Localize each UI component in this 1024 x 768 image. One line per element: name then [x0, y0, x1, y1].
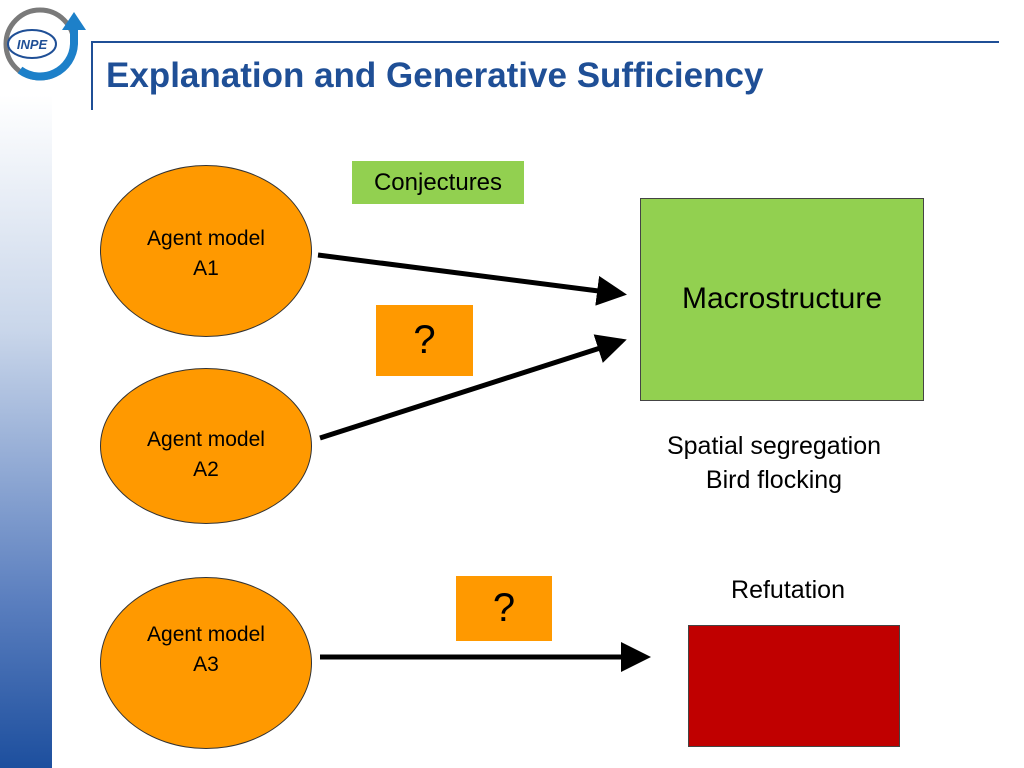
agent-model-a2: Agent model A2 [100, 368, 312, 524]
conjectures-box: Conjectures [352, 161, 524, 204]
question-box-2: ? [456, 576, 552, 641]
agent-a2-line2: A2 [193, 458, 219, 481]
agent-a1-line1: Agent model [147, 227, 265, 250]
agent-a2-line1: Agent model [147, 428, 265, 451]
inpe-logo: INPE [3, 7, 86, 81]
agent-a1-line2: A1 [193, 257, 219, 280]
example-spatial-segregation: Spatial segregation [666, 432, 882, 460]
refutation-box [688, 625, 900, 747]
arrow-a1-to-macro [317, 252, 627, 306]
agent-model-a3: Agent model A3 [100, 577, 312, 749]
header-rule [91, 41, 999, 43]
question-mark-1: ? [413, 318, 436, 362]
question-box-1: ? [376, 305, 473, 376]
agent-a3-line1: Agent model [147, 623, 265, 646]
example-bird-flocking: Bird flocking [705, 466, 843, 494]
agent-a3-line2: A3 [193, 653, 219, 676]
agent-model-a1: Agent model A1 [100, 165, 312, 337]
question-mark-2: ? [492, 586, 516, 630]
header-vertical-rule [91, 42, 93, 110]
refutation-label: Refutation [731, 576, 845, 604]
logo-text: INPE [17, 37, 48, 52]
side-gradient-bar [0, 95, 52, 768]
macrostructure-box: Macrostructure [640, 198, 924, 401]
macrostructure-label: Macrostructure [681, 282, 883, 315]
arrow-a2-to-macro [319, 334, 627, 441]
conjectures-label: Conjectures [373, 168, 503, 196]
page-title: Explanation and Generative Sufficiency [106, 56, 764, 95]
